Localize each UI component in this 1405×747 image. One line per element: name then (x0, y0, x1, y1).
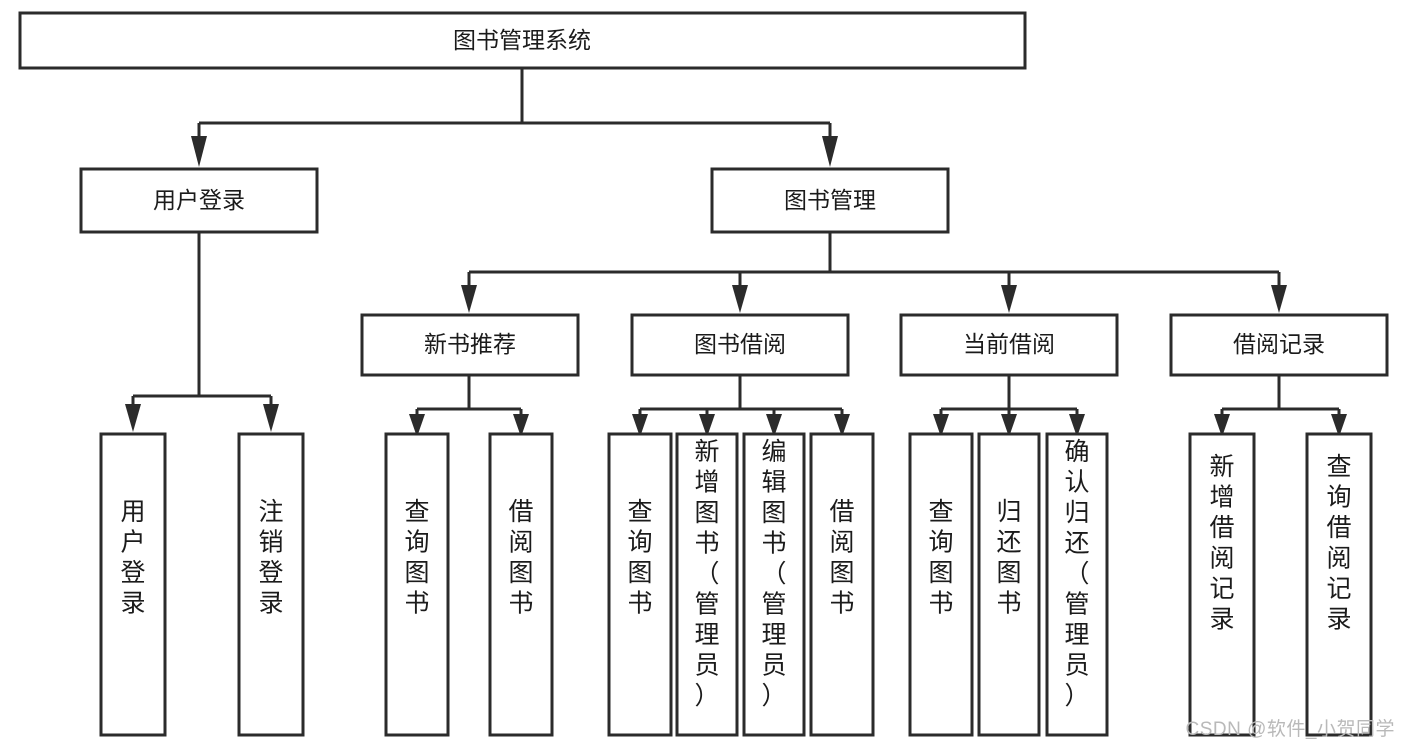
node-leaf-borrow-book-2[interactable]: 借阅图书 (809, 432, 875, 737)
node-box (79, 167, 319, 234)
node-leaf-add-book[interactable]: 新增图书（管理员） (675, 432, 739, 737)
node-box (899, 313, 1119, 377)
node-leaf-query-record[interactable]: 查询借阅记录 (1305, 432, 1373, 737)
node-label-system-root: 图书管理系统 (453, 27, 591, 53)
node-box (908, 432, 974, 737)
node-box (1305, 432, 1373, 737)
node-box (1169, 313, 1389, 377)
node-box (360, 313, 580, 377)
arrow-head-icon (263, 404, 279, 432)
node-box (99, 432, 167, 737)
node-leaf-query-book-1[interactable]: 查询图书 (384, 432, 450, 737)
connector-current-to-leaves (933, 375, 1085, 437)
node-label-current-borrow: 当前借阅 (963, 331, 1055, 357)
node-leaf-add-record[interactable]: 新增借阅记录 (1188, 432, 1256, 737)
node-box (18, 11, 1027, 70)
node-label-leaf-query-book-2: 查询图书 (627, 498, 652, 618)
node-current-borrow[interactable]: 当前借阅 (899, 313, 1119, 377)
node-label-book-management: 图书管理 (784, 187, 876, 213)
node-user-login[interactable]: 用户登录 (79, 167, 319, 234)
node-label-leaf-query-record: 查询借阅记录 (1326, 453, 1351, 634)
arrow-head-icon (699, 414, 715, 437)
arrow-head-icon (1069, 414, 1085, 437)
node-box (488, 432, 554, 737)
node-box (675, 432, 739, 737)
node-box (1045, 432, 1109, 737)
node-book-borrow[interactable]: 图书借阅 (630, 313, 850, 377)
node-label-leaf-query-book-3: 查询图书 (928, 498, 953, 618)
node-label-leaf-user-login: 用户登录 (120, 498, 145, 618)
node-box (742, 432, 806, 737)
arrow-head-icon (834, 414, 850, 437)
node-label-leaf-add-book: 新增图书（管理员） (694, 438, 719, 710)
arrow-head-icon (1001, 285, 1017, 313)
node-label-leaf-add-record: 新增借阅记录 (1209, 453, 1234, 634)
node-label-new-book-recommend: 新书推荐 (424, 331, 516, 357)
node-borrow-record[interactable]: 借阅记录 (1169, 313, 1389, 377)
arrow-head-icon (822, 136, 838, 167)
node-leaf-query-book-3[interactable]: 查询图书 (908, 432, 974, 737)
node-label-leaf-logout-login: 注销登录 (258, 498, 283, 618)
node-box (977, 432, 1041, 737)
node-box (710, 167, 950, 234)
connector-record-to-leaves (1214, 375, 1347, 437)
node-label-borrow-record: 借阅记录 (1233, 331, 1325, 357)
node-label-leaf-query-book-1: 查询图书 (404, 498, 429, 618)
arrow-head-icon (632, 414, 648, 437)
node-box (607, 432, 673, 737)
arrow-head-icon (513, 414, 529, 437)
node-leaf-query-book-2[interactable]: 查询图书 (607, 432, 673, 737)
arrow-head-icon (461, 285, 477, 313)
arrow-head-icon (409, 414, 425, 437)
arrow-head-icon (766, 414, 782, 437)
arrow-head-icon (1271, 285, 1287, 313)
node-label-user-login: 用户登录 (153, 187, 245, 213)
connector-userlogin-to-leaves (125, 232, 279, 432)
arrow-head-icon (125, 404, 141, 432)
node-label-leaf-edit-book: 编辑图书（管理员） (761, 438, 786, 710)
node-box (809, 432, 875, 737)
node-leaf-edit-book[interactable]: 编辑图书（管理员） (742, 432, 806, 737)
node-label-leaf-borrow-book-1: 借阅图书 (508, 498, 533, 618)
arrow-head-icon (732, 285, 748, 313)
arrow-head-icon (933, 414, 949, 437)
node-box (384, 432, 450, 737)
node-leaf-confirm-return[interactable]: 确认归还（管理员） (1045, 432, 1109, 737)
node-label-leaf-return-book: 归还图书 (996, 498, 1021, 618)
arrow-head-icon (1001, 414, 1017, 437)
node-book-management[interactable]: 图书管理 (710, 167, 950, 234)
node-leaf-borrow-book-1[interactable]: 借阅图书 (488, 432, 554, 737)
node-label-leaf-borrow-book-2: 借阅图书 (829, 498, 854, 618)
node-leaf-return-book[interactable]: 归还图书 (977, 432, 1041, 737)
connector-bookmgmt-to-level3 (461, 232, 1287, 313)
arrow-head-icon (191, 136, 207, 167)
connector-recommend-to-leaves (409, 375, 529, 437)
node-box (237, 432, 305, 737)
connector-borrow-to-leaves (632, 375, 850, 437)
arrow-head-icon (1331, 414, 1347, 437)
node-box (1188, 432, 1256, 737)
arrow-head-icon (1214, 414, 1230, 437)
node-leaf-logout-login[interactable]: 注销登录 (237, 432, 305, 737)
node-label-leaf-confirm-return: 确认归还（管理员） (1064, 438, 1089, 710)
connector-root-to-level2 (191, 68, 838, 167)
node-box (630, 313, 850, 377)
node-system-root[interactable]: 图书管理系统 (18, 11, 1027, 70)
node-label-book-borrow: 图书借阅 (694, 331, 786, 357)
node-new-book-recommend[interactable]: 新书推荐 (360, 313, 580, 377)
node-leaf-user-login[interactable]: 用户登录 (99, 432, 167, 737)
